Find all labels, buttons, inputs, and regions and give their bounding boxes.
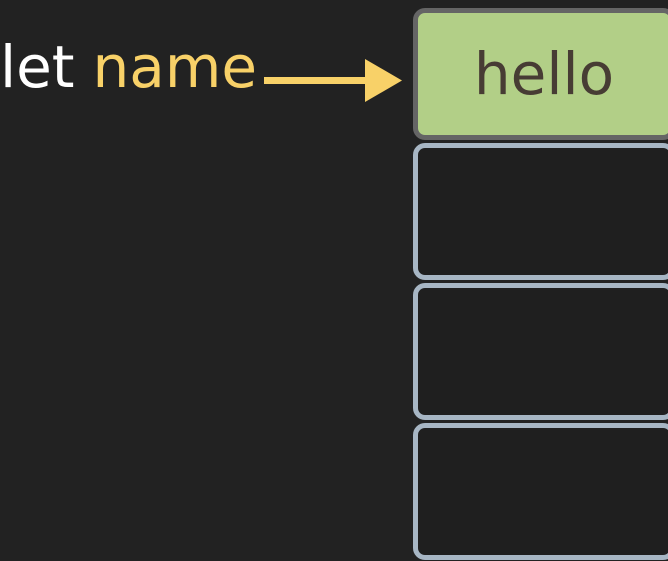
variable-name: name	[92, 33, 258, 101]
memory-cell-column: hello	[413, 8, 668, 561]
binding-expression: let name	[0, 38, 257, 96]
memory-cell-value: hello	[473, 40, 615, 108]
right-arrow-icon	[264, 59, 402, 102]
let-keyword: let	[0, 33, 75, 101]
memory-cell-empty[interactable]	[413, 423, 668, 560]
memory-cell-filled[interactable]: hello	[413, 8, 668, 140]
memory-cell-empty[interactable]	[413, 143, 668, 280]
memory-cell-empty[interactable]	[413, 283, 668, 420]
assignment-arrow	[264, 58, 404, 104]
